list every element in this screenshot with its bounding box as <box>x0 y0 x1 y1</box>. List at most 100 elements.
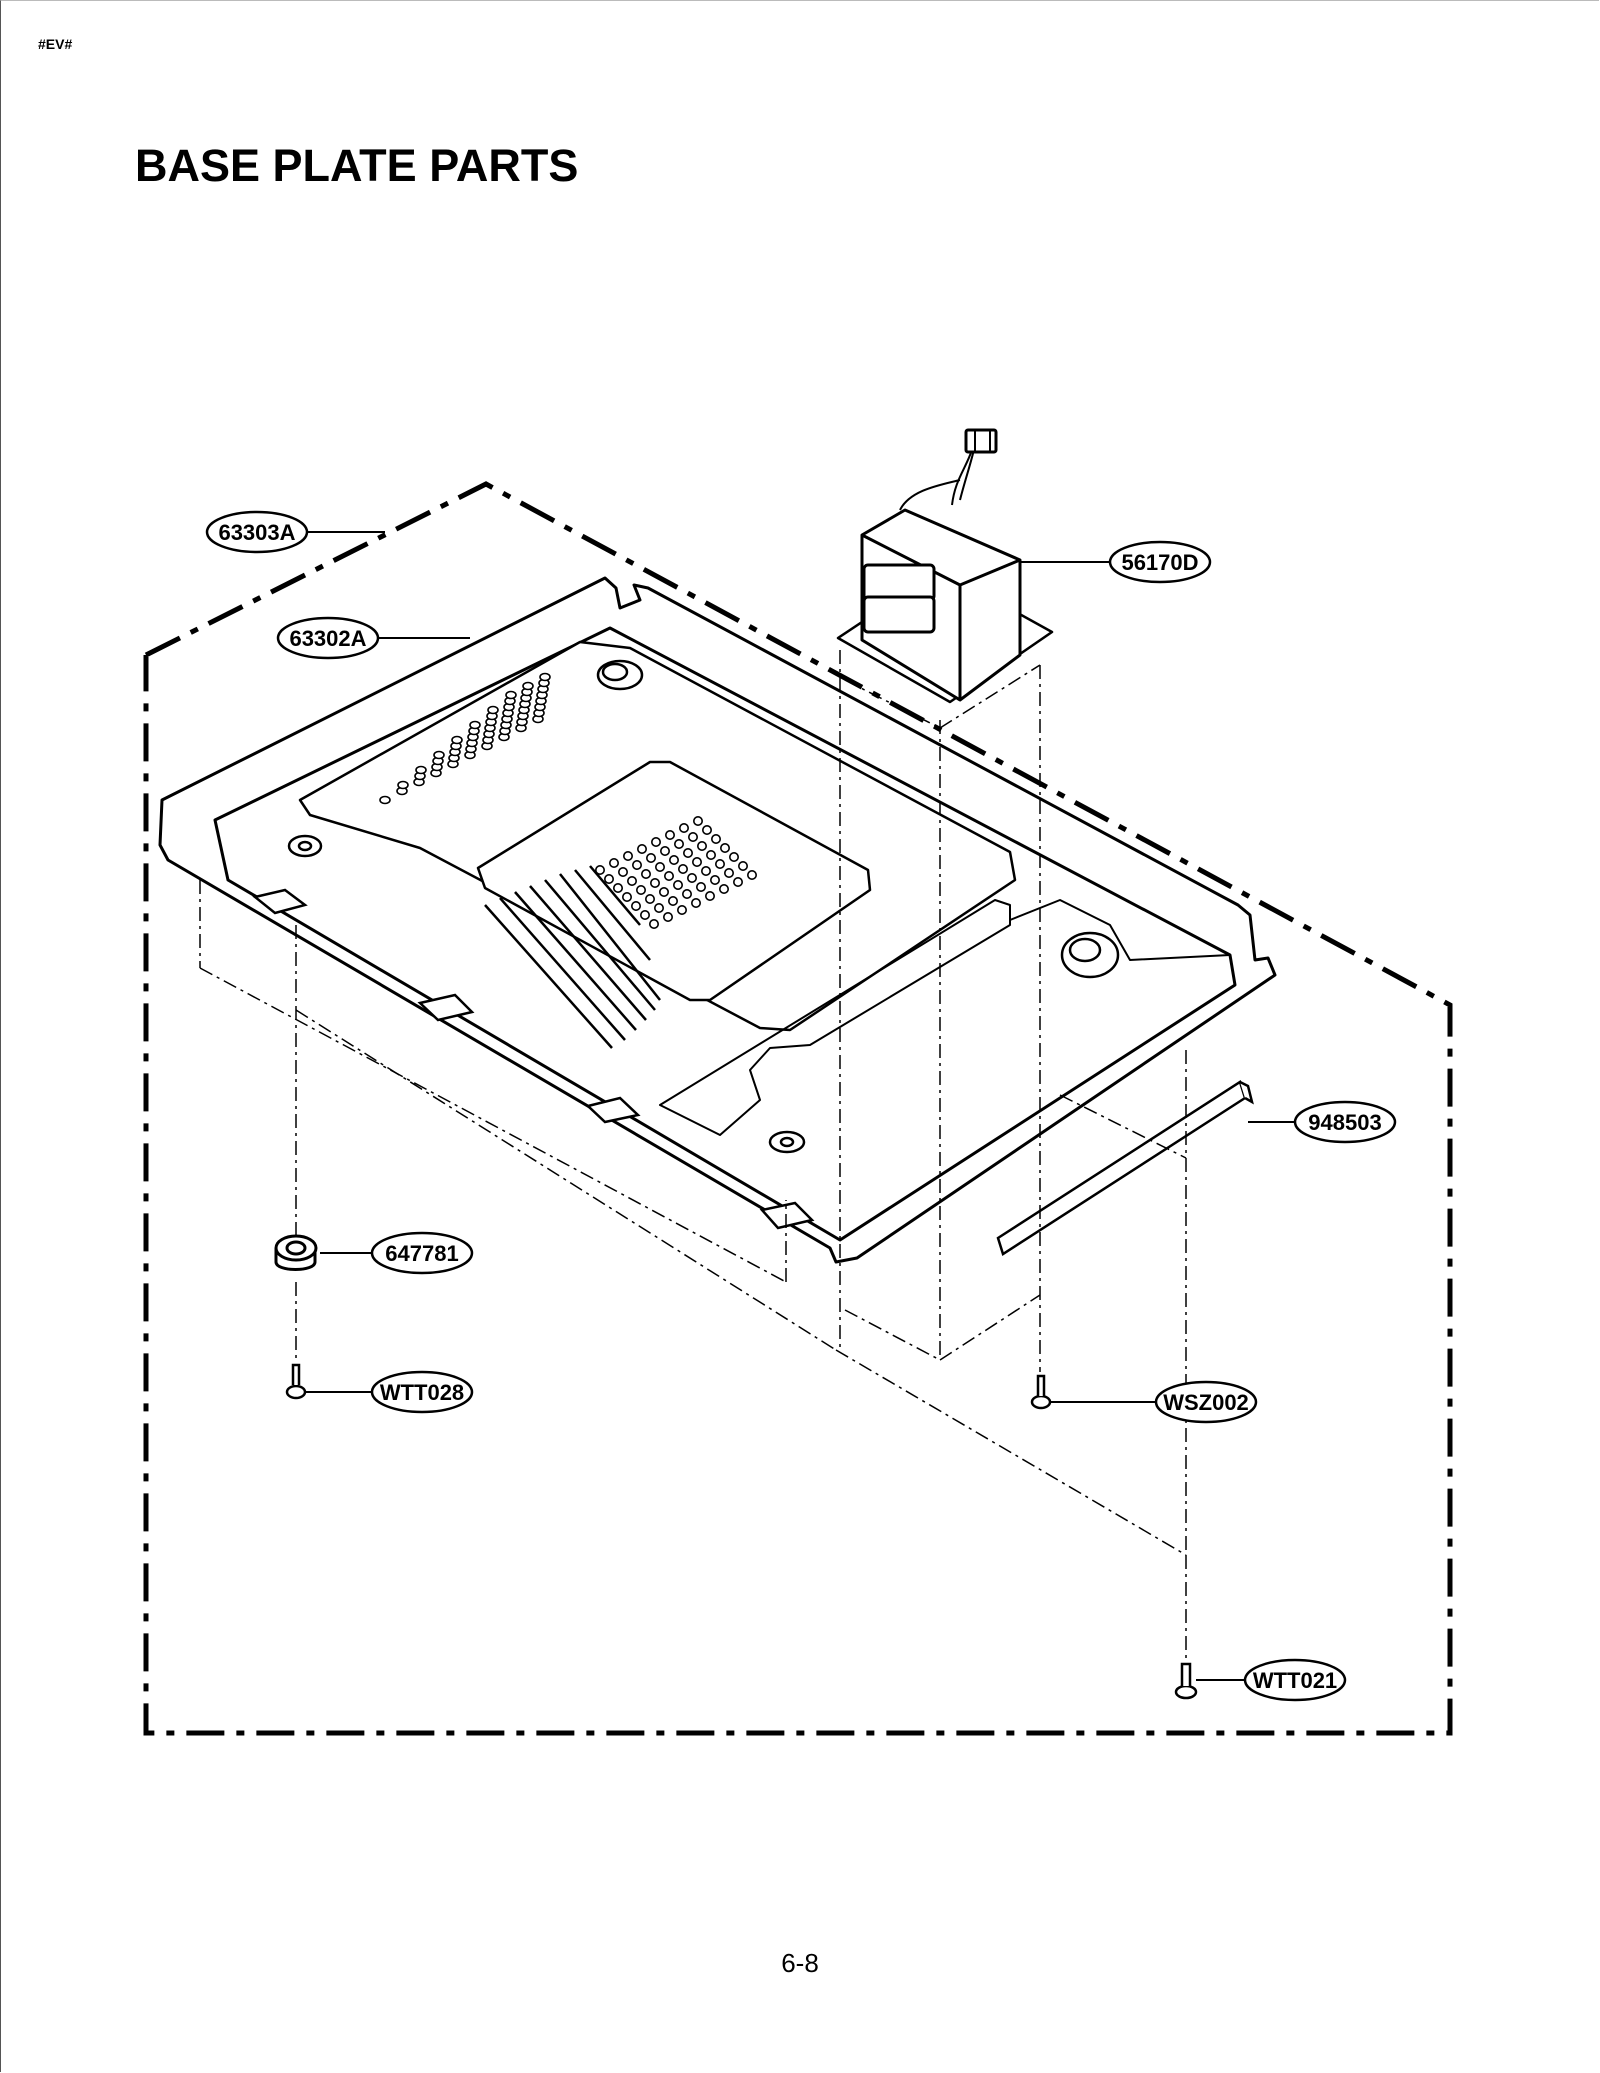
vent-hole <box>705 849 716 860</box>
vent-hole <box>676 904 687 915</box>
vent-hole <box>630 900 641 911</box>
vent-hole <box>710 833 721 844</box>
vent-hole <box>673 838 684 849</box>
vent-hole <box>539 672 551 682</box>
rubber-foot-drawing <box>274 1234 318 1271</box>
page-title: BASE PLATE PARTS <box>135 140 579 191</box>
svg-text:WSZ002: WSZ002 <box>1163 1390 1249 1415</box>
vent-hole <box>612 882 623 893</box>
vent-hole <box>667 895 678 906</box>
vent-hole <box>681 888 692 899</box>
vent-hole <box>644 893 655 904</box>
callout-948503: 948503 <box>1293 1100 1397 1144</box>
vent-hole <box>659 845 670 856</box>
callout-647781: 647781 <box>370 1231 474 1275</box>
vent-hole <box>636 843 647 854</box>
vent-hole <box>433 750 445 760</box>
vent-hole <box>700 865 711 876</box>
vent-hole <box>654 861 665 872</box>
vent-hole <box>691 856 702 867</box>
header-code: #EV# <box>38 36 73 52</box>
vent-hole <box>645 852 656 863</box>
vent-hole <box>695 881 706 892</box>
svg-text:948503: 948503 <box>1308 1110 1381 1135</box>
svg-text:63302A: 63302A <box>289 626 366 651</box>
vent-hole <box>639 909 650 920</box>
svg-text:63303A: 63303A <box>218 520 295 545</box>
vent-hole <box>732 876 743 887</box>
vent-hole <box>714 858 725 869</box>
vent-hole <box>487 705 499 715</box>
callout-56170D: 56170D <box>1108 540 1212 584</box>
assembly-guide-lines <box>199 650 1187 1660</box>
vent-hole <box>662 911 673 922</box>
vent-hole <box>505 690 517 700</box>
screw-drawings <box>285 1363 1198 1700</box>
vent-hole <box>696 840 707 851</box>
vent-hole <box>617 866 628 877</box>
vent-hole <box>719 842 730 853</box>
transformer-drawing <box>836 428 1054 704</box>
callout-WTT028: WTT028 <box>370 1370 474 1414</box>
vent-hole <box>415 765 427 775</box>
vent-hole <box>718 883 729 894</box>
vent-hole <box>677 863 688 874</box>
callout-WTT021: WTT021 <box>1243 1658 1347 1702</box>
vent-hole <box>746 869 757 880</box>
vent-hole <box>709 874 720 885</box>
vent-holes-upper: (function(){ var g = document.currentScr… <box>379 672 551 805</box>
callout-63303A: 63303A <box>205 510 309 554</box>
callouts: 63303A 63302A 56170D 948503 647781 WTT02… <box>205 510 1397 1702</box>
vent-hole <box>626 875 637 886</box>
vent-hole <box>379 795 391 805</box>
vent-hole <box>692 815 703 826</box>
vent-holes-center: (function(){ var g = document.currentScr… <box>594 815 757 929</box>
vent-hole <box>682 847 693 858</box>
vent-hole <box>608 857 619 868</box>
vent-slots <box>484 865 661 1049</box>
vent-hole <box>640 868 651 879</box>
vent-hole <box>603 873 614 884</box>
svg-text:WTT021: WTT021 <box>1253 1668 1337 1693</box>
vent-hole <box>672 879 683 890</box>
vent-hole <box>469 720 481 730</box>
vent-hole <box>686 872 697 883</box>
svg-text:647781: 647781 <box>385 1241 458 1266</box>
vent-hole <box>631 859 642 870</box>
vent-hole <box>648 918 659 929</box>
vent-hole <box>658 886 669 897</box>
plate-tabs <box>252 888 815 1230</box>
page-number: 6-8 <box>781 1948 819 1978</box>
vent-hole <box>397 780 409 790</box>
vent-hole <box>594 864 605 875</box>
vent-hole <box>664 829 675 840</box>
vent-hole <box>635 884 646 895</box>
vent-hole <box>678 822 689 833</box>
vent-hole <box>653 902 664 913</box>
vent-hole <box>737 860 748 871</box>
vent-hole <box>649 877 660 888</box>
ferrite-bar-drawing <box>996 1080 1254 1256</box>
vent-hole <box>622 850 633 861</box>
vent-hole <box>687 831 698 842</box>
vent-hole <box>690 897 701 908</box>
vent-hole <box>668 854 679 865</box>
vent-hole <box>701 824 712 835</box>
svg-text:WTT028: WTT028 <box>380 1380 464 1405</box>
vent-hole <box>663 870 674 881</box>
vent-hole <box>621 891 632 902</box>
leader-lines <box>304 531 1295 1681</box>
svg-text:56170D: 56170D <box>1121 550 1198 575</box>
plate-bosses <box>287 659 1120 1154</box>
vent-hole <box>650 836 661 847</box>
vent-hole <box>451 735 463 745</box>
callout-WSZ002: WSZ002 <box>1154 1380 1258 1424</box>
vent-hole <box>522 681 534 691</box>
callout-63302A: 63302A <box>276 616 380 660</box>
vent-hole <box>728 851 739 862</box>
assembly-boundary <box>143 481 1453 1736</box>
base-plate-drawing <box>158 576 1277 1264</box>
vent-hole <box>704 890 715 901</box>
